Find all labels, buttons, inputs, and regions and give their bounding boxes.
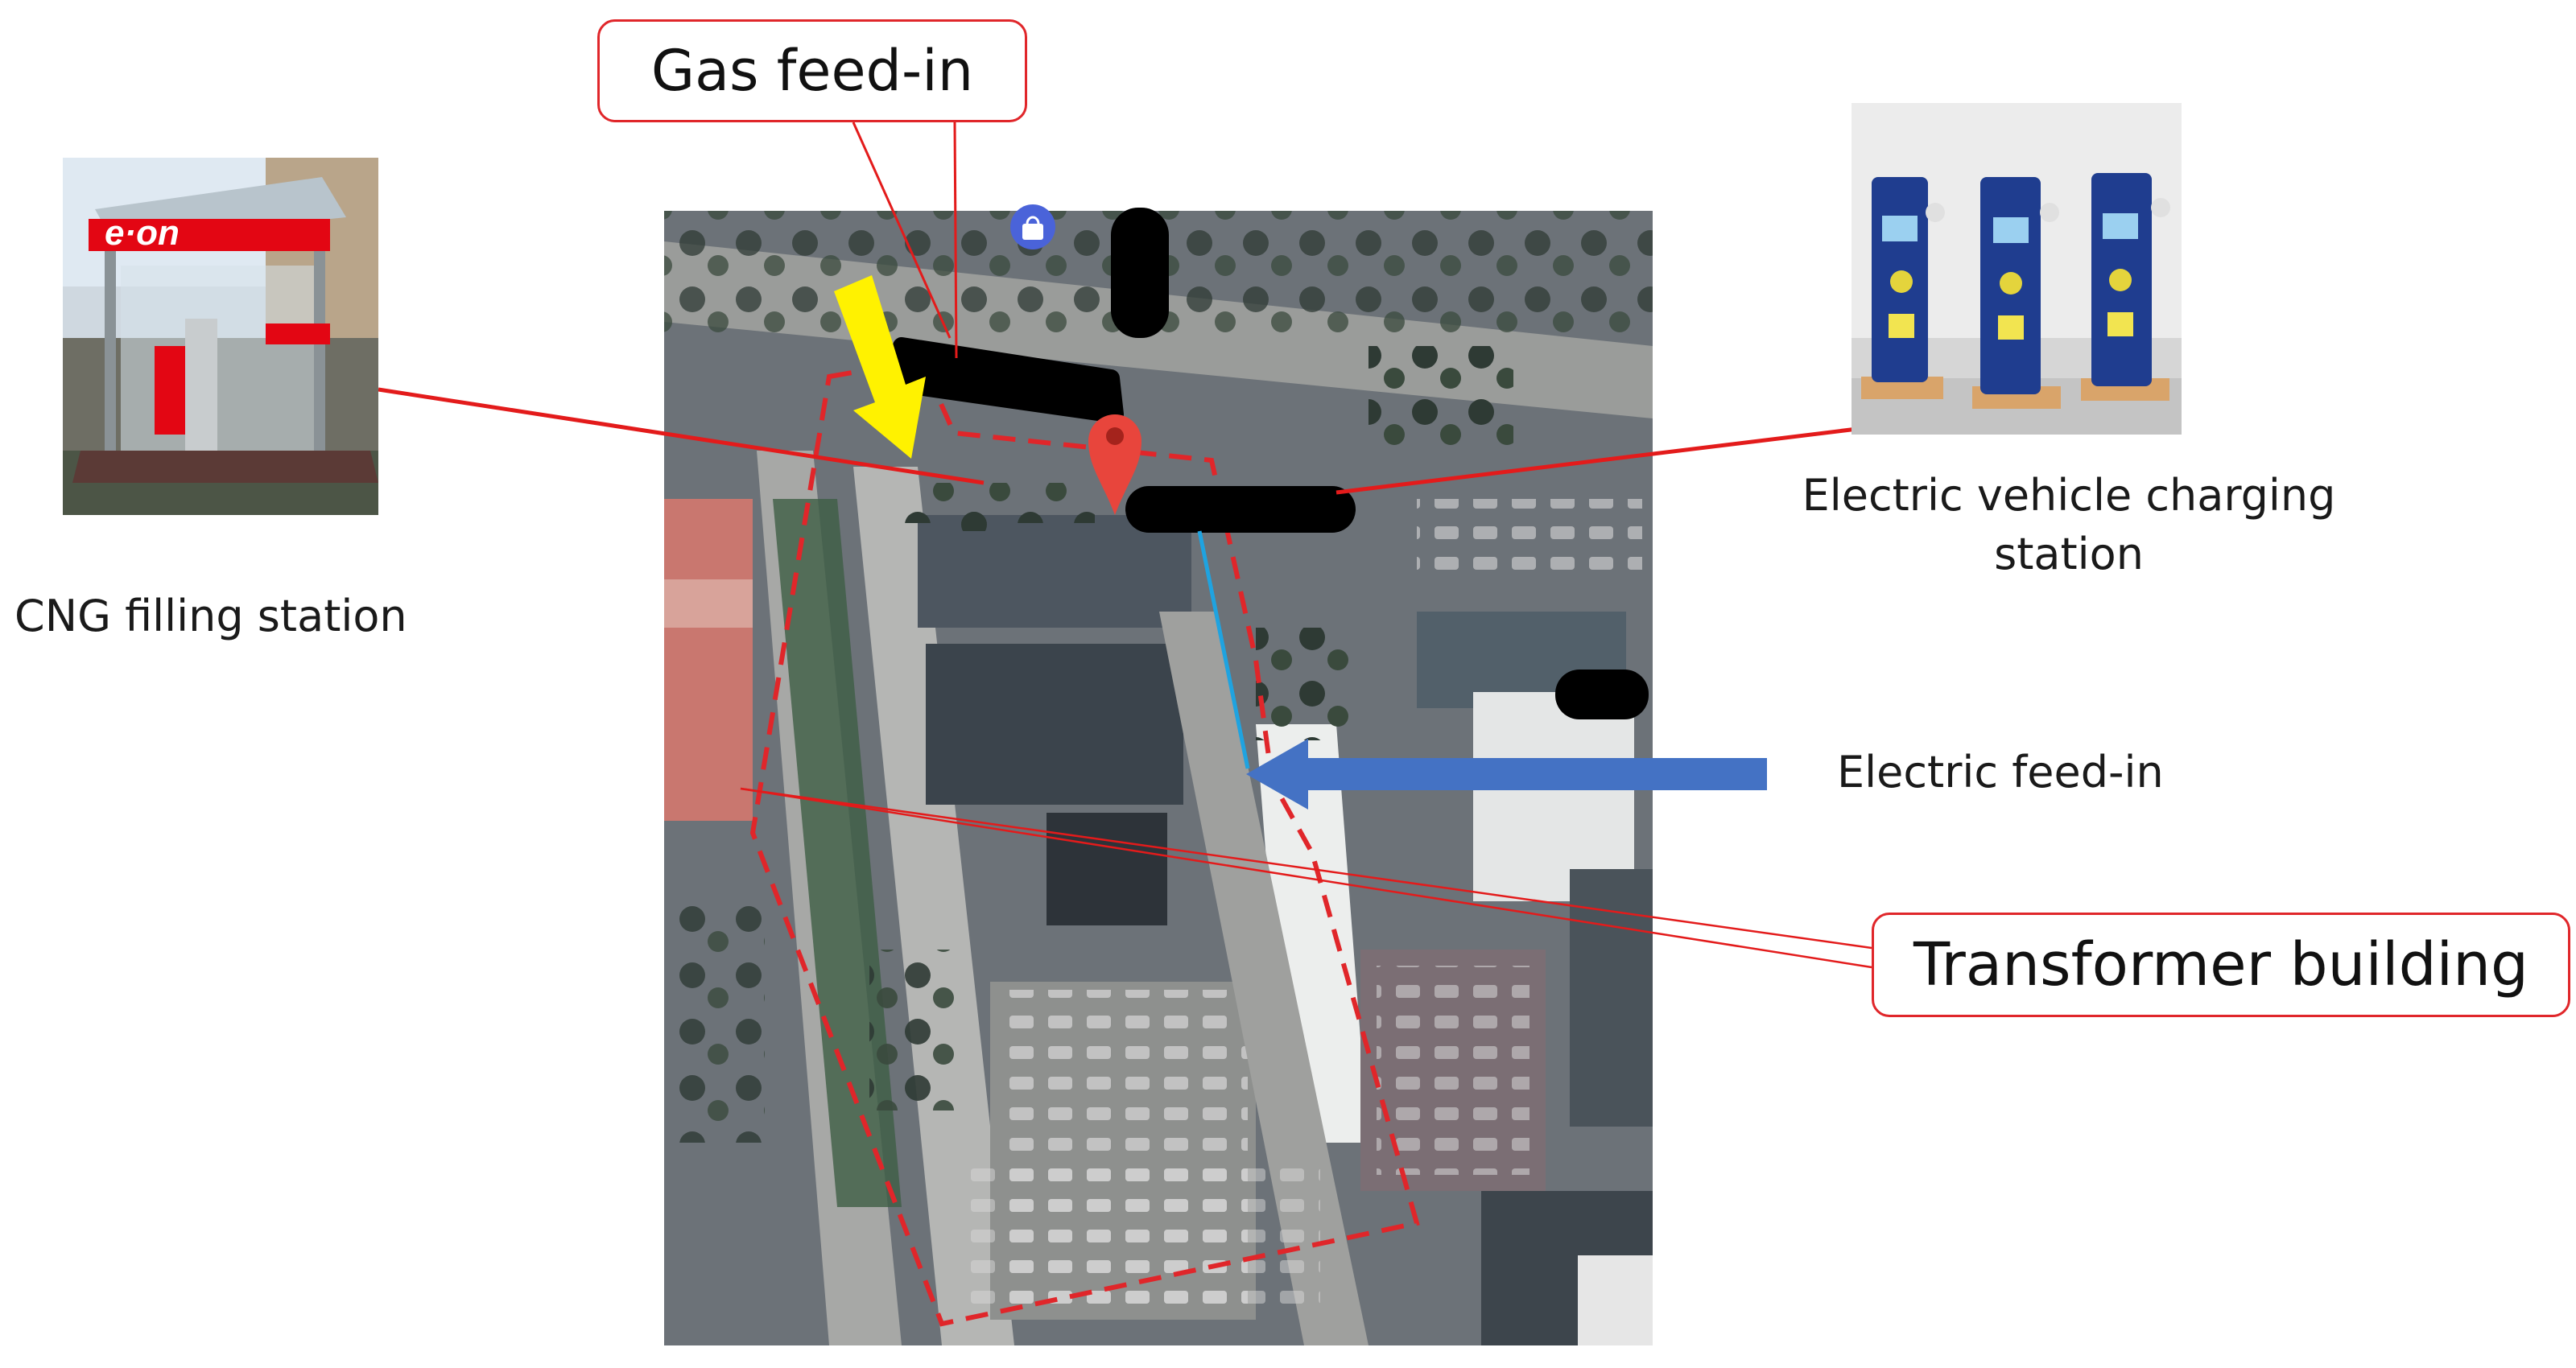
cng-station-label: CNG filling station <box>14 591 407 641</box>
ev-station-label-line2: station <box>1994 528 2144 579</box>
eon-logo: e·on <box>105 213 180 253</box>
gas-feed-in-callout: Gas feed-in <box>597 19 1027 122</box>
electric-feed-in-label: Electric feed-in <box>1837 747 2164 797</box>
electric-feed-line <box>1197 530 1250 769</box>
ev-charging-photo <box>1852 103 2182 435</box>
ev-station-label-line1: Electric vehicle charging <box>1802 470 2336 521</box>
gas-feed-in-label: Gas feed-in <box>650 38 974 104</box>
cng-station-photo: e·on <box>63 158 378 515</box>
map-pin-icon <box>1088 414 1141 515</box>
shopping-bag-icon <box>1010 204 1055 249</box>
blue-arrow-icon <box>1246 739 1767 810</box>
ev-station-label: Electric vehicle charging station <box>1787 467 2351 584</box>
transformer-building-label: Transformer building <box>1913 930 2529 999</box>
transformer-building-callout: Transformer building <box>1872 913 2570 1017</box>
yellow-arrow-icon <box>834 275 926 459</box>
leader-lines <box>378 122 1957 969</box>
